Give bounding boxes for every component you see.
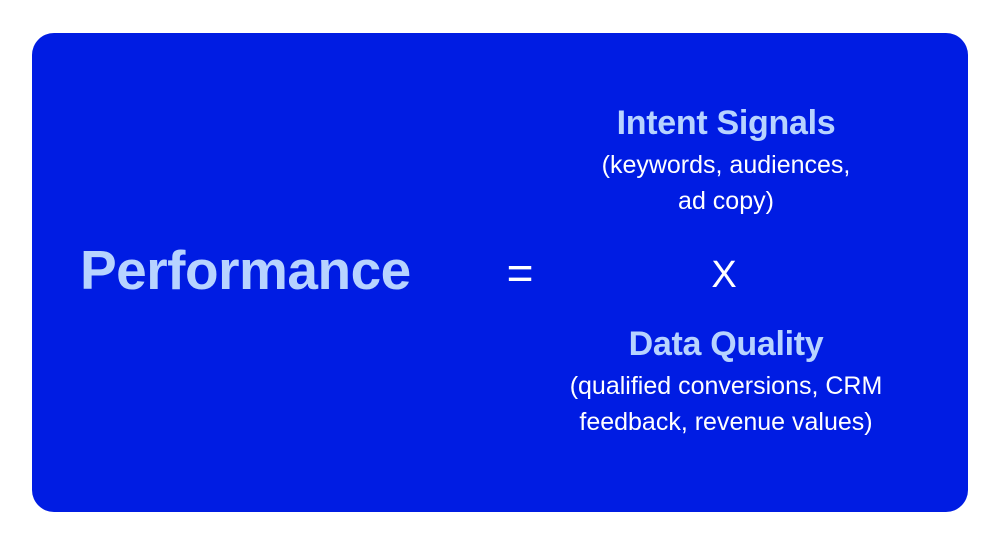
multiply-sign: X — [711, 254, 737, 296]
performance-label: Performance — [80, 239, 411, 301]
intent-signals-title: Intent Signals — [616, 104, 836, 142]
intent-signals-block: Intent Signals (keywords, audiences, ad … — [526, 104, 926, 219]
formula-card — [32, 33, 968, 512]
data-quality-line-1: (qualified conversions, CRM — [569, 372, 883, 400]
equals-sign: = — [506, 247, 534, 299]
intent-signals-line-1: (keywords, audiences, — [601, 151, 851, 179]
intent-signals-line-2: ad copy) — [678, 187, 774, 215]
data-quality-line-2: feedback, revenue values) — [579, 408, 873, 436]
data-quality-block: Data Quality (qualified conversions, CRM… — [526, 325, 926, 440]
data-quality-title: Data Quality — [628, 325, 824, 363]
